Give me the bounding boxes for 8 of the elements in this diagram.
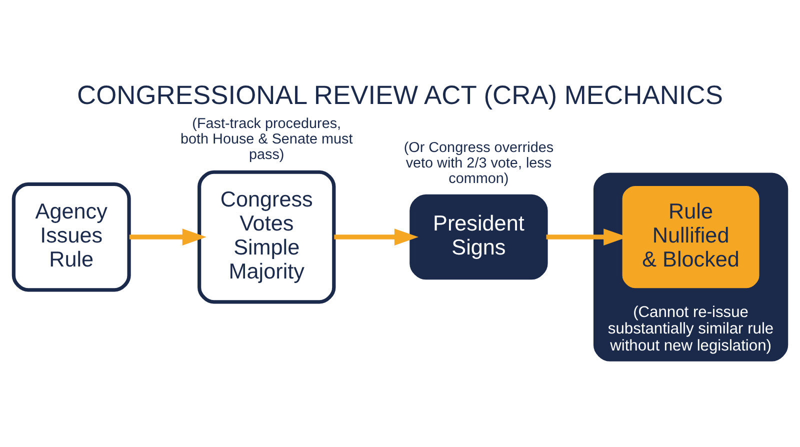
node-label: (Fast-track procedures, both House & Senate must pass) <box>180 116 353 164</box>
node-box: Congress Votes Simple Majority <box>198 170 336 304</box>
arrow <box>129 228 206 246</box>
node-box: Agency Issues Rule <box>12 182 131 292</box>
arrow <box>334 228 418 246</box>
node-label: (Or Congress overrides veto with 2/3 vote, less common) <box>404 140 554 188</box>
node-box: President Signs <box>410 194 548 280</box>
diagram-title: CONGRESSIONAL REVIEW ACT (CRA) MECHANICS <box>77 80 723 110</box>
